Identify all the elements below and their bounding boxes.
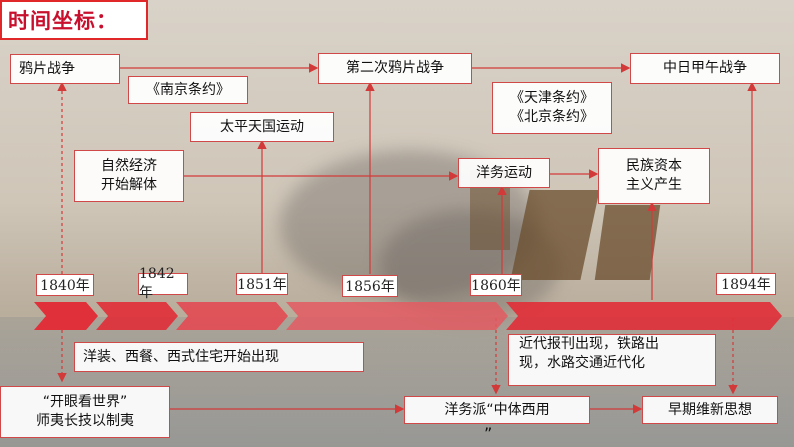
event-open-eyes-line2: 师夷长技以制夷 [36, 413, 134, 429]
year-1851-label: 1851年 [237, 277, 287, 293]
event-tianjin-treaty-label: 《天津条约》 [510, 90, 594, 107]
year-1842: 1842年 [138, 266, 188, 301]
event-natural-economy-line1: 自然经济 [101, 158, 157, 175]
event-second-opium-war: 第二次鸦片战争 [318, 53, 472, 84]
event-early-reform-label: 早期维新思想 [668, 401, 752, 418]
event-westernization-school-quote: ” [484, 424, 492, 443]
event-westernization-movement-label: 洋务运动 [476, 164, 532, 181]
page-title: 时间坐标： [0, 0, 148, 40]
year-1840-label: 1840年 [40, 278, 90, 294]
event-modern-media-line1: 近代报刊出现，铁路出 [519, 336, 659, 352]
event-western-lifestyle: 洋装、西餐、西式住宅开始出现 [74, 342, 364, 372]
event-beijing-treaty-label: 《北京条约》 [510, 109, 594, 125]
year-1842-label: 1842年 [139, 266, 175, 301]
event-nanjing-treaty: 《南京条约》 [128, 76, 248, 104]
event-modern-media-line2: 现，水路交通近代化 [519, 354, 645, 371]
event-sino-japanese-war: 中日甲午战争 [630, 53, 780, 84]
event-westernization-school: 洋务派“中体西用 [404, 396, 590, 424]
year-1894-label: 1894年 [721, 277, 771, 293]
timeline-arrow [34, 302, 782, 330]
page-title-text: 时间坐标： [8, 9, 118, 33]
event-taiping-movement: 太平天国运动 [190, 112, 334, 142]
year-1860: 1860年 [470, 274, 522, 296]
event-opium-war: 鸦片战争 [10, 54, 120, 84]
event-natural-economy: 自然经济 开始解体 [74, 150, 184, 202]
event-westernization-movement: 洋务运动 [458, 158, 550, 188]
event-second-opium-war-label: 第二次鸦片战争 [346, 60, 444, 77]
event-early-reform-thought: 早期维新思想 [642, 396, 778, 424]
year-1860-label: 1860年 [471, 278, 521, 294]
event-open-eyes-line1: “开眼看世界” [42, 394, 128, 411]
year-1851: 1851年 [236, 273, 288, 295]
event-sino-japanese-war-label: 中日甲午战争 [663, 60, 747, 77]
year-1856: 1856年 [342, 275, 398, 297]
event-open-eyes-to-world: “开眼看世界” 师夷长技以制夷 [0, 386, 170, 438]
year-1894: 1894年 [716, 273, 776, 295]
event-western-lifestyle-label: 洋装、西餐、西式住宅开始出现 [83, 348, 279, 365]
year-1856-label: 1856年 [345, 279, 395, 295]
event-nanjing-treaty-label: 《南京条约》 [146, 81, 230, 98]
event-westernization-school-quote-label: ” [484, 424, 493, 443]
year-1840: 1840年 [36, 274, 94, 296]
event-tianjin-beijing-treaties: 《天津条约》 《北京条约》 [492, 82, 612, 134]
event-natural-economy-line2: 开始解体 [101, 177, 157, 193]
event-taiping-label: 太平天国运动 [220, 118, 304, 135]
event-national-capitalism: 民族资本 主义产生 [598, 148, 710, 204]
event-national-capital-line1: 民族资本 [626, 158, 682, 175]
event-westernization-school-label: 洋务派“中体西用 [444, 401, 550, 418]
event-national-capital-line2: 主义产生 [626, 177, 682, 193]
event-opium-war-label: 鸦片战争 [19, 60, 75, 77]
event-modern-media-transport: 近代报刊出现，铁路出 现，水路交通近代化 [508, 334, 716, 386]
